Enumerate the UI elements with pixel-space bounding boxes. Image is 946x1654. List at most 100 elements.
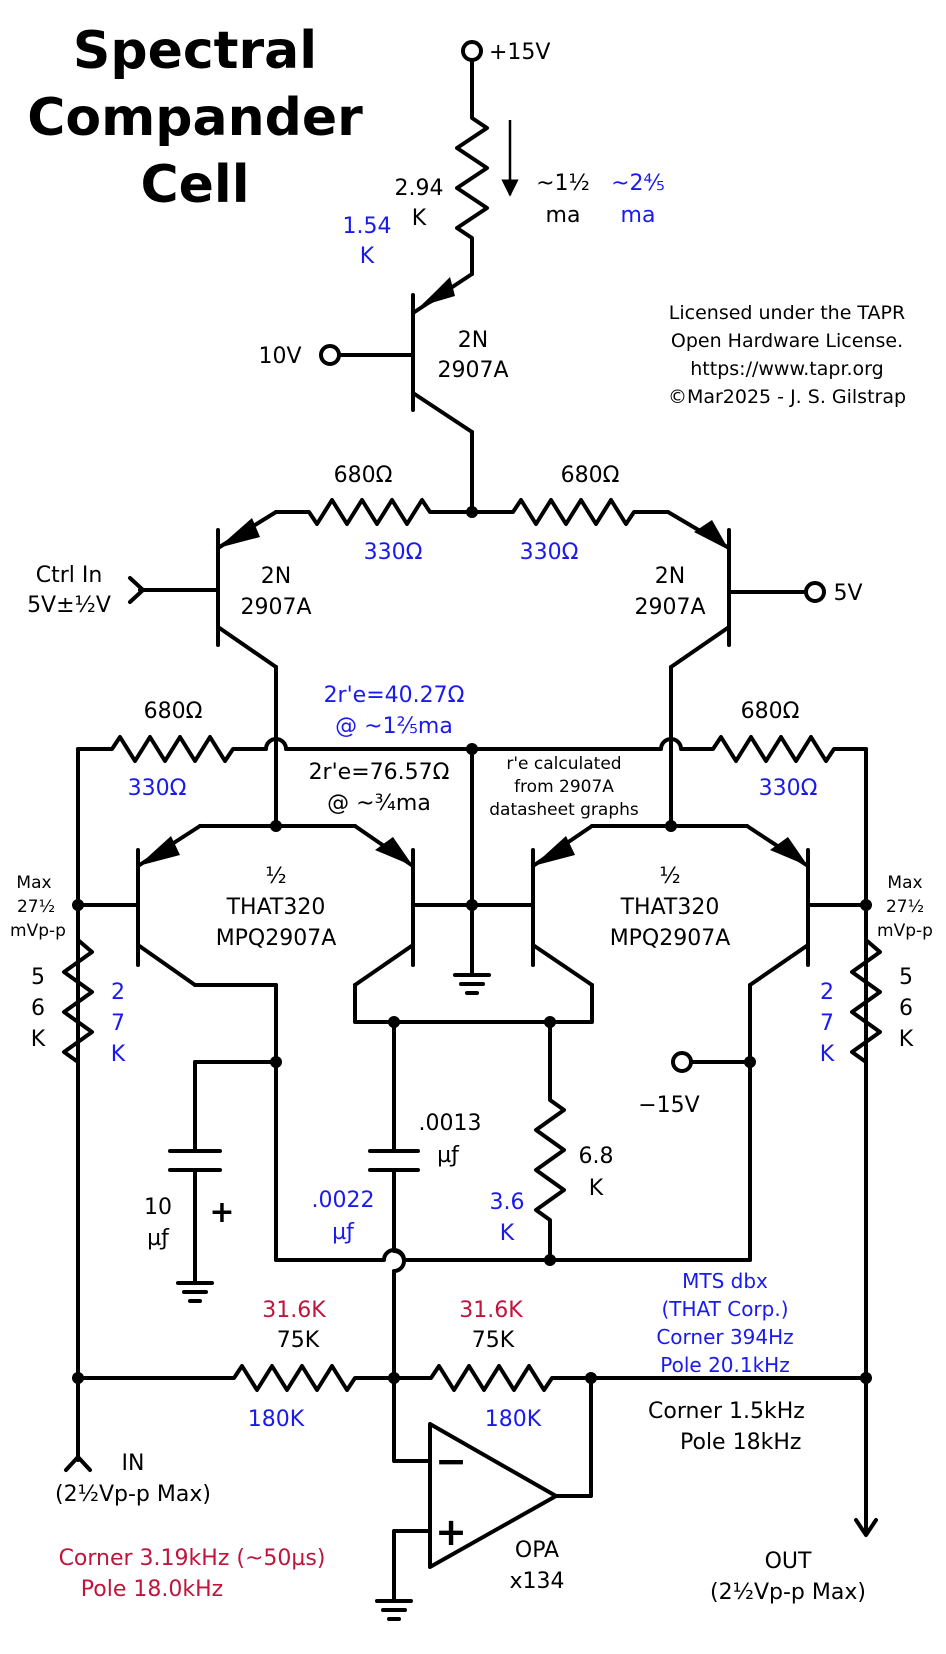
current-alt-1: ~2⅘ [611, 171, 665, 196]
resistor-56k-right [850, 938, 882, 1064]
input-label-2: (2½Vp-p Max) [55, 1482, 211, 1507]
wire-bottom-bus [274, 1248, 752, 1262]
r68k-1: 6.8 [579, 1144, 614, 1169]
max-right-3: mVp-p [877, 921, 933, 941]
r56k-left-2: 6 [31, 996, 45, 1021]
r75k-right-value: 75K [472, 1328, 515, 1353]
ctrl-in-2: 5V±½V [27, 593, 111, 618]
mts-2: (THAT Corp.) [661, 1297, 788, 1321]
r680-outer-right-alt: 330Ω [759, 776, 818, 801]
mts-3: Corner 394Hz [656, 1325, 793, 1349]
re-black-2: @ ~¾ma [327, 791, 431, 816]
current-value-1: ~1½ [536, 171, 590, 196]
r56k-right-2: 6 [899, 996, 913, 1021]
r56k-right-alt-2: 7 [820, 1011, 834, 1036]
node-left-base [72, 899, 84, 911]
opamp [375, 1376, 593, 1621]
re-note-2: from 2907A [514, 777, 614, 797]
r680-outer-right-value: 680Ω [741, 699, 800, 724]
that320-right [531, 820, 810, 1262]
q-right-label-2: 2907A [634, 595, 705, 620]
r56k-right-1: 5 [899, 965, 913, 990]
re-blue-2: @ ~1⅖ma [335, 714, 453, 739]
that-right-3: MPQ2907A [610, 926, 731, 951]
r75k-left-alt: 180K [248, 1407, 305, 1432]
r75k-right-alt: 180K [485, 1407, 542, 1432]
r56k-left-1: 5 [31, 965, 45, 990]
output-label-1: OUT [765, 1549, 812, 1574]
label-10v: 10V [258, 344, 301, 369]
output-terminal [854, 1376, 878, 1537]
cap10-1: 10 [144, 1195, 172, 1220]
title-block: Spectral Compander Cell [27, 21, 363, 215]
resistor-75k-left [76, 1364, 396, 1392]
r680-outer-left-value: 680Ω [144, 699, 203, 724]
r56k-right-3: K [899, 1027, 914, 1052]
r680-left-value: 680Ω [334, 463, 393, 488]
r75k-left-value: 75K [277, 1328, 320, 1353]
q-left-label-2: 2907A [240, 595, 311, 620]
r-top-value-2: K [412, 206, 427, 231]
r680-right-alt: 330Ω [520, 540, 579, 565]
corner-red-1: Corner 3.19kHz (~50µs) [59, 1546, 326, 1571]
max-right-1: Max [887, 873, 922, 893]
terminal-plus15v [461, 40, 483, 62]
r-top-alt-2: K [360, 244, 375, 269]
label-5v: 5V [833, 581, 862, 606]
terminal-minus15v [671, 1051, 756, 1073]
license-line-1: Licensed under the TAPR [669, 302, 905, 324]
r68k-alt-1: 3.6 [490, 1190, 525, 1215]
r680-left-alt: 330Ω [364, 540, 423, 565]
re-note-1: r'e calculated [506, 754, 621, 774]
cap10-2: µƒ [147, 1226, 170, 1251]
that-left-3: MPQ2907A [216, 926, 337, 951]
license-line-2: Open Hardware License. [671, 330, 903, 352]
r680-right-value: 680Ω [561, 463, 620, 488]
re-blue-1: 2r'e=40.27Ω [324, 683, 465, 708]
title-line-1: Spectral [73, 21, 317, 81]
corner-black-2: Pole 18kHz [680, 1430, 801, 1455]
r56k-right-alt-3: K [820, 1042, 835, 1067]
q-top-label-1: 2N [458, 328, 488, 353]
re-black-1: 2r'e=76.57Ω [309, 760, 450, 785]
input-label-1: IN [122, 1451, 145, 1476]
license-line-3: https://www.tapr.org [690, 358, 883, 380]
r56k-left-3: K [31, 1027, 46, 1052]
r56k-left-alt-3: K [111, 1042, 126, 1067]
resistor-top [455, 58, 489, 276]
output-label-2: (2½Vp-p Max) [710, 1580, 866, 1605]
r56k-left-alt-1: 2 [111, 980, 125, 1005]
node-right-base [860, 899, 872, 911]
capacitor-10uf [168, 1056, 282, 1303]
label-minus15v: −15V [638, 1093, 699, 1118]
re-note-3: datasheet graphs [489, 800, 639, 820]
mts-1: MTS dbx [682, 1269, 768, 1293]
transistor-left [128, 510, 278, 742]
r75k-left-red: 31.6K [262, 1298, 326, 1323]
r56k-right-alt-1: 2 [820, 980, 834, 1005]
resistor-75k-right [392, 1364, 868, 1392]
max-left-2: 27½ [17, 897, 55, 917]
opamp-label-1: OPA [515, 1538, 559, 1563]
node-bottom-bus [544, 1254, 556, 1266]
max-right-2: 27½ [886, 897, 924, 917]
opamp-label-2: x134 [509, 1569, 564, 1594]
resistor-680-right [470, 498, 670, 526]
transistor-top [319, 272, 474, 514]
q-left-label-1: 2N [261, 564, 291, 589]
label-plus15v: +15V [489, 40, 550, 65]
opamp-minus: − [435, 1439, 467, 1483]
current-alt-2: ma [621, 203, 656, 228]
that-right-2: THAT320 [620, 895, 720, 920]
wire-emitter-tail [353, 983, 594, 1024]
cap0013-1: .0013 [419, 1111, 482, 1136]
r56k-left-alt-2: 7 [111, 1011, 125, 1036]
r68k-2: K [589, 1176, 604, 1201]
title-line-3: Cell [140, 155, 249, 215]
r75k-right-red: 31.6K [459, 1298, 523, 1323]
license-block: Licensed under the TAPR Open Hardware Li… [668, 302, 906, 408]
transistor-right [666, 510, 826, 742]
ground-center [453, 903, 491, 995]
r-top-value-1: 2.94 [395, 176, 444, 201]
